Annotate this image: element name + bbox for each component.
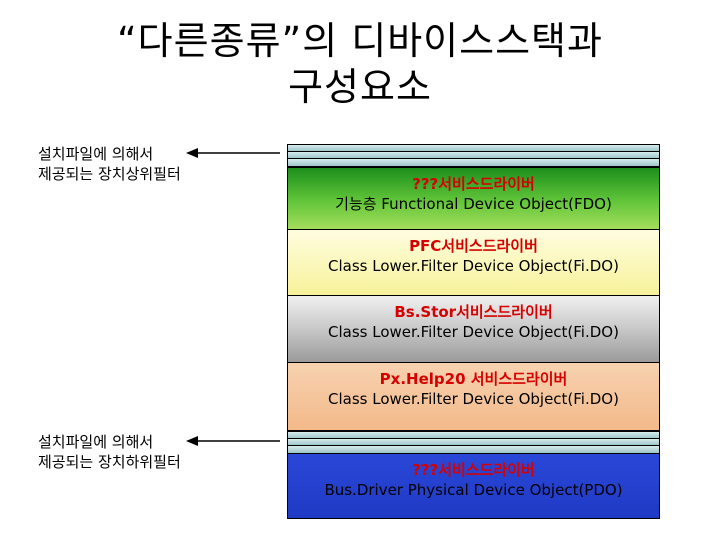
pdo-driver-name: ???서비스드라이버: [412, 461, 535, 479]
page-title: “다른종류”의 디바이스스택과 구성요소: [0, 18, 720, 110]
upper-filter-arrow: [186, 148, 280, 158]
upper-filter-band-1: [288, 145, 659, 152]
lower-filter-label: 설치파일에 의해서 제공되는 장치하위필터: [38, 432, 181, 472]
lower-filter-label-line-2: 제공되는 장치하위필터: [38, 453, 181, 471]
bsstor-layer: Bs.Stor서비스드라이버 Class Lower.Filter Device…: [287, 295, 660, 363]
fdo-layer: ???서비스드라이버 기능층 Functional Device Object(…: [287, 167, 660, 230]
upper-filter-label: 설치파일에 의해서 제공되는 장치상위필터: [38, 144, 181, 184]
pfc-object-name: Class Lower.Filter Device Object(Fi.DO): [328, 257, 619, 275]
upper-filter-stack: [287, 144, 660, 167]
lower-filter-stack: [287, 431, 660, 454]
upper-filter-label-line-2: 제공되는 장치상위필터: [38, 165, 181, 183]
fdo-driver-name: ???서비스드라이버: [412, 175, 535, 193]
lower-filter-band-3: [288, 446, 659, 453]
fdo-object-name: 기능층 Functional Device Object(FDO): [335, 195, 612, 213]
pxhelp-layer: Px.Help20 서비스드라이버 Class Lower.Filter Dev…: [287, 362, 660, 431]
upper-filter-band-3: [288, 159, 659, 166]
pdo-object-name: Bus.Driver Physical Device Object(PDO): [324, 481, 623, 499]
bsstor-driver-name: Bs.Stor서비스드라이버: [394, 303, 553, 321]
lower-filter-arrow: [186, 436, 280, 446]
title-line-2: 구성요소: [288, 65, 432, 109]
pfc-driver-name: PFC서비스드라이버: [409, 237, 538, 255]
pfc-layer: PFC서비스드라이버 Class Lower.Filter Device Obj…: [287, 229, 660, 296]
upper-filter-label-line-1: 설치파일에 의해서: [38, 145, 154, 163]
pdo-layer: ???서비스드라이버 Bus.Driver Physical Device Ob…: [287, 453, 660, 519]
pxhelp-driver-name: Px.Help20 서비스드라이버: [379, 370, 568, 388]
lower-filter-band-1: [288, 432, 659, 439]
pxhelp-object-name: Class Lower.Filter Device Object(Fi.DO): [328, 390, 619, 408]
lower-filter-band-2: [288, 439, 659, 446]
lower-filter-label-line-1: 설치파일에 의해서: [38, 433, 154, 451]
upper-filter-band-2: [288, 152, 659, 159]
title-line-1: “다른종류”의 디바이스스택과: [117, 19, 603, 63]
bsstor-object-name: Class Lower.Filter Device Object(Fi.DO): [328, 323, 619, 341]
